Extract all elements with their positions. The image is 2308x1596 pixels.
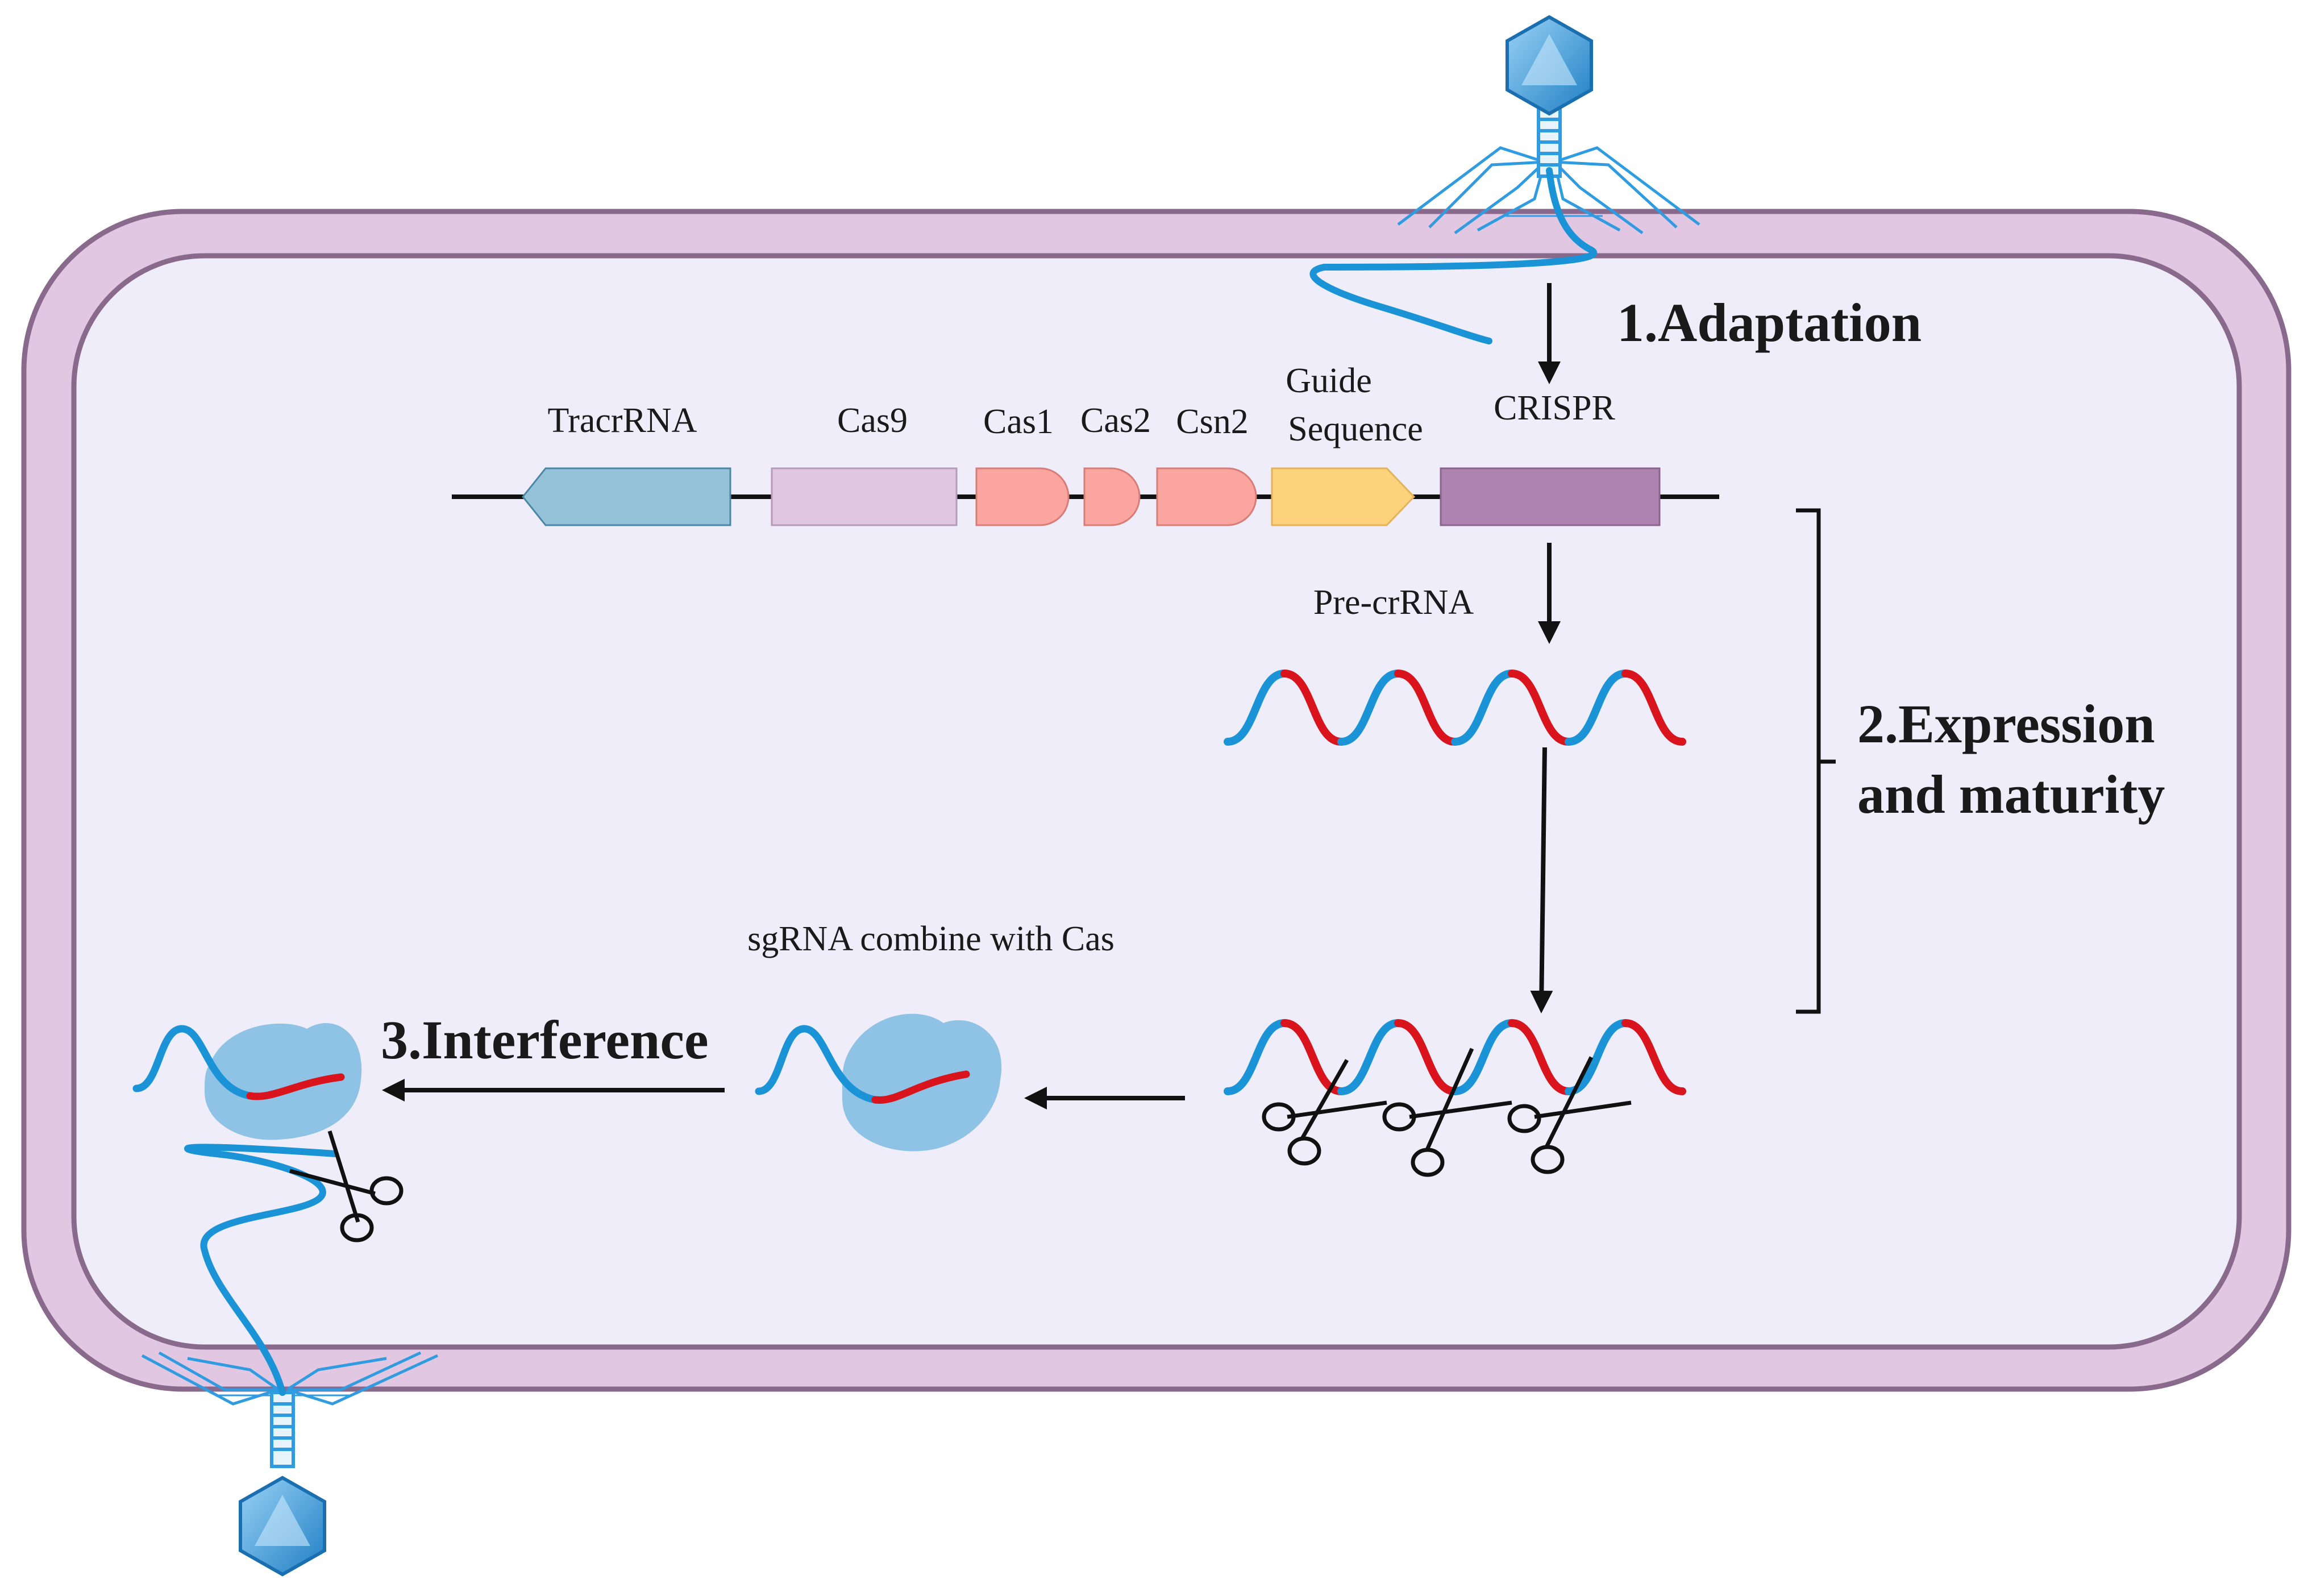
gene-cas9 xyxy=(771,467,958,526)
phage-dna-injected-top xyxy=(1309,167,1597,344)
scissors-icon xyxy=(1382,1048,1512,1177)
gene-guide-sequence xyxy=(1271,467,1416,526)
sgrna-cas-complex xyxy=(755,1013,1002,1152)
label-pre-crrna: Pre-crRNA xyxy=(1313,583,1474,622)
label-sgrna-combine: sgRNA combine with Cas xyxy=(747,920,1115,958)
label-cas2: Cas2 xyxy=(1080,401,1151,440)
scissors-icon xyxy=(289,1130,404,1242)
scissors-group xyxy=(1262,1048,1632,1177)
sgrna-blue-interference xyxy=(132,1025,254,1100)
label-cas1: Cas1 xyxy=(983,402,1054,441)
gene-crispr xyxy=(1440,467,1661,526)
gene-tracrrna xyxy=(522,467,731,526)
label-crispr: CRISPR xyxy=(1494,389,1615,427)
cell-membrane xyxy=(71,253,2242,1350)
label-cas9: Cas9 xyxy=(837,401,908,440)
step-expression-line2: and maturity xyxy=(1857,764,2165,825)
cas-protein-interference xyxy=(205,1023,362,1140)
phage-tail-fibers-top xyxy=(1397,146,1700,235)
step-expression-line1: 2.Expression xyxy=(1857,693,2155,754)
gene-cas2 xyxy=(1083,467,1141,526)
pre-crrna-transcript xyxy=(1224,670,1686,746)
scissors-icon xyxy=(1262,1059,1387,1166)
sgrna-blue xyxy=(755,1025,879,1104)
phage-dna-injected-bottom xyxy=(184,1144,339,1396)
gene-operon: TracrRNA Cas9 Cas1 Cas2 Csn2 Guide Seque… xyxy=(452,361,1719,526)
step-interference: 3.Interference xyxy=(381,1009,709,1070)
scissors-icon xyxy=(1507,1056,1632,1174)
phage-bottom xyxy=(141,1144,439,1577)
gene-cas1 xyxy=(975,467,1070,526)
phage-tail-bottom xyxy=(270,1391,295,1468)
sgrna-red xyxy=(871,1070,970,1104)
sgrna-red-interference xyxy=(246,1073,345,1100)
gene-csn2 xyxy=(1156,467,1257,526)
interference-complex xyxy=(132,1023,404,1242)
expression-bracket xyxy=(1796,508,1836,1014)
label-csn2: Csn2 xyxy=(1176,402,1248,441)
label-guide: Guide xyxy=(1286,361,1372,400)
maturation-arrow xyxy=(1530,747,1553,1013)
step-adaptation: 1.Adaptation xyxy=(1617,292,1922,353)
phage-top xyxy=(1309,15,1700,344)
label-sequence: Sequence xyxy=(1288,410,1423,448)
label-tracrrna: TracrRNA xyxy=(548,401,697,440)
